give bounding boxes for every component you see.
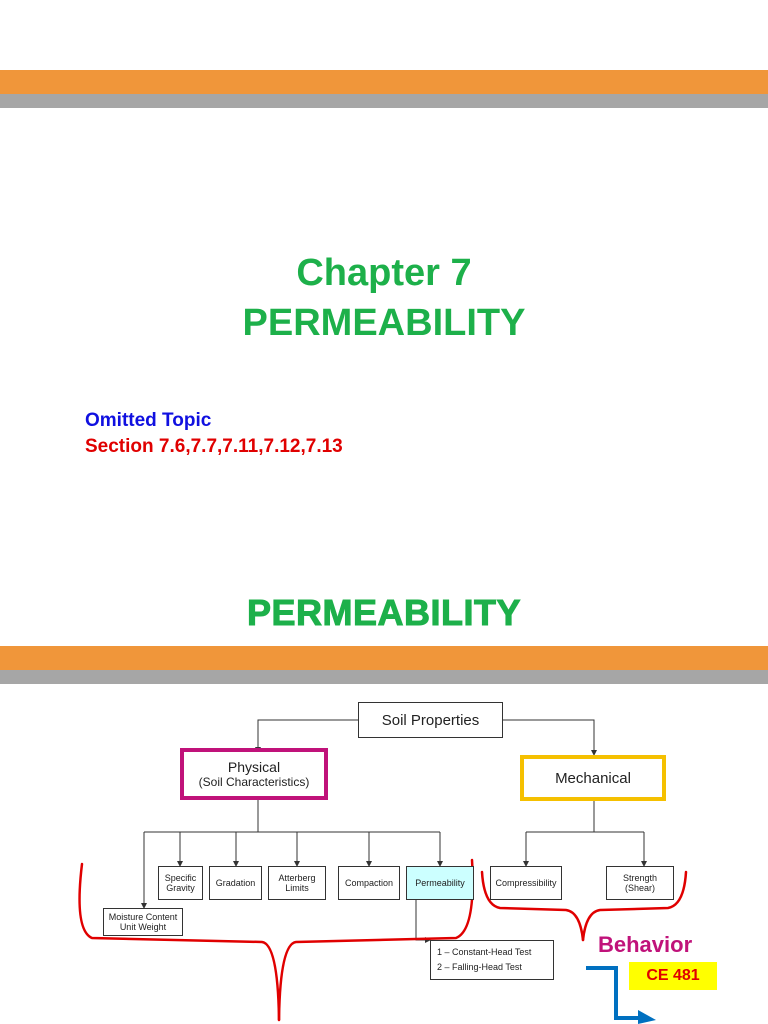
specific-gravity-box: Specific Gravity xyxy=(158,866,203,900)
permeability-tests-box: 1 – Constant-Head Test 2 – Falling-Head … xyxy=(430,940,554,980)
specific-label: Specific xyxy=(164,873,197,883)
permeability-label: Permeability xyxy=(415,878,465,888)
physical-label: Physical xyxy=(227,759,281,775)
slide2-title: PERMEABILITY xyxy=(246,592,521,634)
shear-label: (Shear) xyxy=(624,883,655,893)
mechanical-label: Mechanical xyxy=(555,769,631,787)
unit-weight-label: Unit Weight xyxy=(119,922,167,932)
falling-head-test: 2 – Falling-Head Test xyxy=(437,962,522,972)
compressibility-box: Compressibility xyxy=(490,866,562,900)
compaction-box: Compaction xyxy=(338,866,400,900)
strength-label: Strength xyxy=(622,873,658,883)
gradation-label: Gradation xyxy=(215,878,256,888)
strength-box: Strength (Shear) xyxy=(606,866,674,900)
chapter-title: Chapter 7 xyxy=(296,252,472,294)
header-band-gray-1 xyxy=(0,94,768,108)
atterberg-label: Atterberg xyxy=(278,873,316,883)
physical-sublabel: (Soil Characteristics) xyxy=(198,775,310,789)
behavior-label: Behavior xyxy=(598,932,693,957)
omitted-topic-label: Omitted Topic xyxy=(85,410,212,431)
gravity-label: Gravity xyxy=(166,883,195,893)
soil-properties-box: Soil Properties xyxy=(358,702,503,738)
soil-properties-label: Soil Properties xyxy=(381,711,480,729)
physical-box: Physical (Soil Characteristics) xyxy=(180,748,328,800)
permeability-box: Permeability xyxy=(406,866,474,900)
course-label: CE 481 xyxy=(629,962,717,990)
mechanical-box: Mechanical xyxy=(520,755,666,801)
header-band-orange-1 xyxy=(0,70,768,94)
moisture-content-box: Moisture Content Unit Weight xyxy=(103,908,183,936)
header-band-gray-2 xyxy=(0,670,768,684)
gradation-box: Gradation xyxy=(209,866,262,900)
constant-head-test: 1 – Constant-Head Test xyxy=(437,947,532,957)
header-band-orange-2 xyxy=(0,646,768,670)
limits-label: Limits xyxy=(285,883,309,893)
moisture-content-label: Moisture Content xyxy=(108,912,178,922)
compressibility-label: Compressibility xyxy=(495,878,557,888)
atterberg-limits-box: Atterberg Limits xyxy=(268,866,326,900)
chapter-subtitle: PERMEABILITY xyxy=(242,302,526,344)
omitted-sections: Section 7.6,7.7,7.11,7.12,7.13 xyxy=(85,436,343,457)
compaction-label: Compaction xyxy=(344,878,394,888)
